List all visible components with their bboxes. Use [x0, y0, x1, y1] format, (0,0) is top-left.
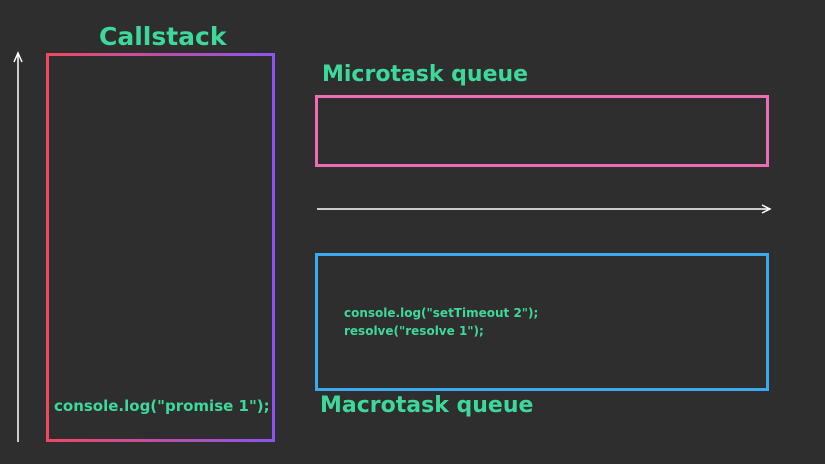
macrotask-queue-title: Macrotask queue [320, 393, 534, 418]
callstack-title: Callstack [99, 22, 227, 51]
callstack-up-arrow [13, 51, 23, 442]
macrotask-queue-item: console.log("setTimeout 2"); [344, 306, 539, 320]
callstack-item: console.log("promise 1"); [54, 397, 270, 415]
microtask-queue-box [315, 95, 769, 167]
callstack-box [46, 53, 275, 442]
macrotask-queue-box [315, 253, 769, 391]
microtask-queue-title: Microtask queue [322, 62, 529, 87]
queue-right-arrow [317, 204, 772, 214]
macrotask-queue-item: resolve("resolve 1"); [344, 324, 484, 338]
